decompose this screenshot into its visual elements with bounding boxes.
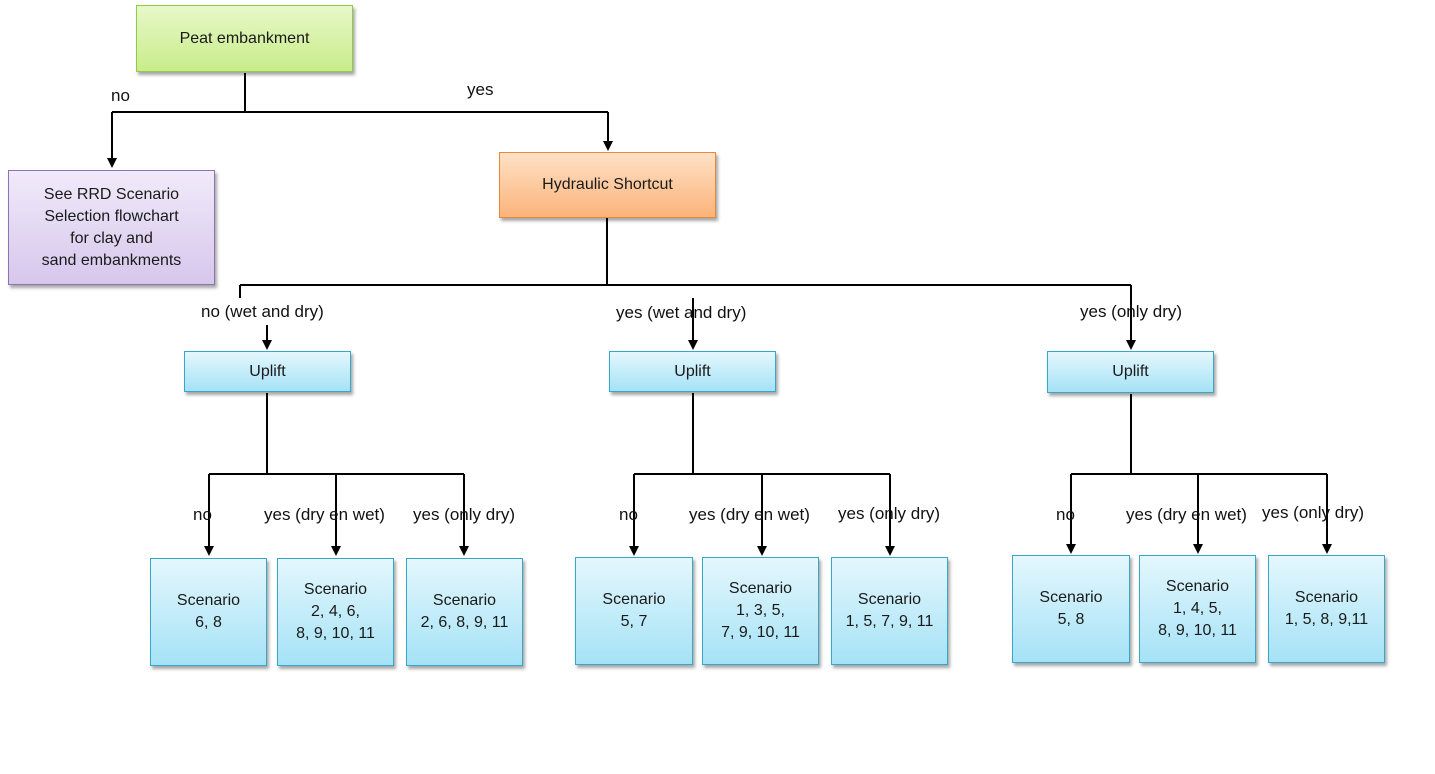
scenario-left-2-node: Scenario 2, 4, 6, 8, 9, 10, 11 [277,558,394,666]
scenario-middle-3-label: Scenario 1, 5, 7, 9, 11 [845,591,934,630]
rrd-flowchart-label: See RRD Scenario Selection flowchart for… [41,185,182,269]
edge-label-right-no: no [1056,505,1075,524]
scenario-left-1-node: Scenario 6, 8 [150,558,267,666]
scenario-right-1-node: Scenario 5, 8 [1012,555,1130,663]
edge-label-middle-yes-only-dry: yes (only dry) [838,504,941,523]
scenario-right-2-node: Scenario 1, 4, 5, 8, 9, 10, 11 [1139,555,1256,663]
peat-embankment-label: Peat embankment [179,29,310,47]
scenario-right-3-node: Scenario 1, 5, 8, 9,11 [1268,555,1385,663]
edge-label-left-no: no [193,505,212,524]
edge-label-middle-yes-dry-wet: yes (dry en wet) [689,505,810,524]
scenario-left-3-node: Scenario 2, 6, 8, 9, 11 [406,558,523,666]
rrd-flowchart-node: See RRD Scenario Selection flowchart for… [8,170,215,285]
edge-label-hs-yes-only-dry: yes (only dry) [1080,302,1183,321]
edge-label-no-top: no [111,86,130,105]
scenario-right-1-label: Scenario 5, 8 [1039,589,1103,628]
edge-label-hs-no: no (wet and dry) [201,302,324,321]
hydraulic-shortcut-label: Hydraulic Shortcut [542,176,673,193]
uplift-left-node: Uplift [184,351,351,392]
uplift-left-label: Uplift [249,362,286,380]
uplift-right-node: Uplift [1047,351,1214,393]
scenario-right-3-label: Scenario 1, 5, 8, 9,11 [1284,589,1369,628]
peat-embankment-node: Peat embankment [136,5,353,72]
hydraulic-shortcut-node: Hydraulic Shortcut [499,152,716,218]
edge-label-yes-top: yes [467,80,494,99]
scenario-left-3-label: Scenario 2, 6, 8, 9, 11 [420,592,509,631]
edge-label-middle-no: no [619,505,638,524]
scenario-middle-2-label: Scenario 1, 3, 5, 7, 9, 10, 11 [721,580,800,641]
edge-label-left-yes-dry-wet: yes (dry en wet) [264,505,385,524]
scenario-middle-2-node: Scenario 1, 3, 5, 7, 9, 10, 11 [702,557,819,665]
scenario-left-1-label: Scenario 6, 8 [176,592,241,631]
uplift-middle-node: Uplift [609,351,776,392]
edge-label-right-yes-only-dry: yes (only dry) [1262,503,1365,522]
uplift-middle-label: Uplift [674,362,711,380]
scenario-middle-1-label: Scenario 5, 7 [602,591,666,630]
scenario-right-2-label: Scenario 1, 4, 5, 8, 9, 10, 11 [1158,578,1237,639]
uplift-right-label: Uplift [1112,363,1149,380]
scenario-left-2-label: Scenario 2, 4, 6, 8, 9, 10, 11 [296,581,375,642]
edge-label-left-yes-only-dry: yes (only dry) [413,505,516,524]
edge-label-right-yes-dry-wet: yes (dry en wet) [1126,505,1247,524]
edge-label-hs-yes-wet-dry: yes (wet and dry) [616,303,747,322]
scenario-middle-3-node: Scenario 1, 5, 7, 9, 11 [831,557,948,665]
scenario-middle-1-node: Scenario 5, 7 [575,557,693,665]
